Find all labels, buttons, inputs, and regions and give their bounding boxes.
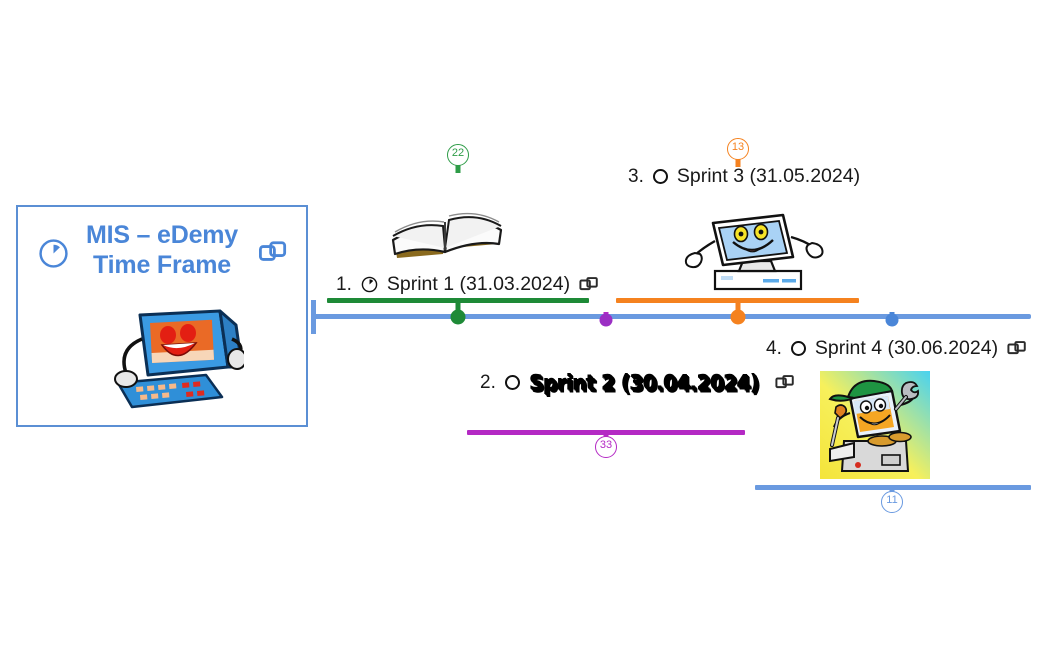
timeline-axis: [311, 314, 1031, 319]
copy-icon[interactable]: [1007, 340, 1027, 358]
title-card[interactable]: MIS – eDemy Time Frame: [16, 205, 308, 427]
milestone-badge-sprint-2[interactable]: 33: [595, 436, 617, 458]
copy-icon[interactable]: [775, 374, 795, 392]
milestone-text-sprint-4: Sprint 4 (30.06.2024): [814, 337, 999, 359]
milestone-label-sprint-4[interactable]: 4. Sprint 4 (30.06.2024): [766, 337, 1027, 360]
happy-computer-clipart: [684, 213, 824, 291]
title-line-2: Time Frame: [93, 250, 231, 279]
clock-icon: [361, 276, 378, 293]
milestone-text-sprint-3: Sprint 3 (31.05.2024): [676, 165, 861, 187]
copy-icon[interactable]: [579, 276, 599, 294]
milestone-node-sprint-2[interactable]: [599, 313, 613, 327]
clock-icon: [39, 239, 68, 268]
milestone-text-sprint-1: Sprint 1 (31.03.2024): [386, 273, 571, 295]
milestone-badge-sprint-1[interactable]: 22: [447, 144, 469, 166]
milestone-node-sprint-3[interactable]: [730, 309, 746, 325]
milestone-badge-sprint-4[interactable]: 11: [881, 491, 903, 513]
milestone-index-sprint-4: 4.: [766, 337, 782, 359]
open-book-clipart: [391, 212, 503, 258]
circle-outline-icon: [504, 375, 520, 390]
circle-outline-icon: [790, 341, 806, 356]
milestone-stem-sprint-1: [455, 300, 461, 316]
circle-outline-icon: [652, 169, 668, 184]
milestone-stem-sprint-3: [735, 300, 741, 316]
milestone-node-sprint-4[interactable]: [885, 313, 899, 327]
milestone-badge-sprint-3[interactable]: 13: [727, 138, 749, 160]
milestone-text-wrap-sprint-2: Sprint 2 (30.04.2024): [528, 368, 760, 397]
title-line-1: MIS – eDemy: [85, 221, 239, 249]
copy-icon[interactable]: [259, 240, 287, 266]
milestone-label-sprint-2[interactable]: 2. Sprint 2 (30.04.2024): [480, 368, 795, 397]
milestone-node-sprint-1[interactable]: [450, 309, 466, 325]
title-heading: MIS – eDemy Time Frame: [18, 221, 306, 280]
badge-stem-sprint-1: [455, 163, 461, 173]
milestone-index-sprint-1: 1.: [336, 273, 352, 295]
smiling-computer-clipart: [114, 309, 244, 409]
milestone-index-sprint-3: 3.: [628, 165, 644, 187]
milestone-text-sprint-2: Sprint 2 (30.04.2024): [528, 368, 760, 397]
milestone-label-sprint-3[interactable]: 3. Sprint 3 (31.05.2024): [628, 165, 860, 188]
milestone-label-sprint-1[interactable]: 1. Sprint 1 (31.03.2024): [336, 273, 599, 296]
computer-technician-clipart: [820, 371, 930, 479]
badge-stem-sprint-3: [735, 157, 741, 167]
milestone-index-sprint-2: 2.: [480, 371, 496, 393]
